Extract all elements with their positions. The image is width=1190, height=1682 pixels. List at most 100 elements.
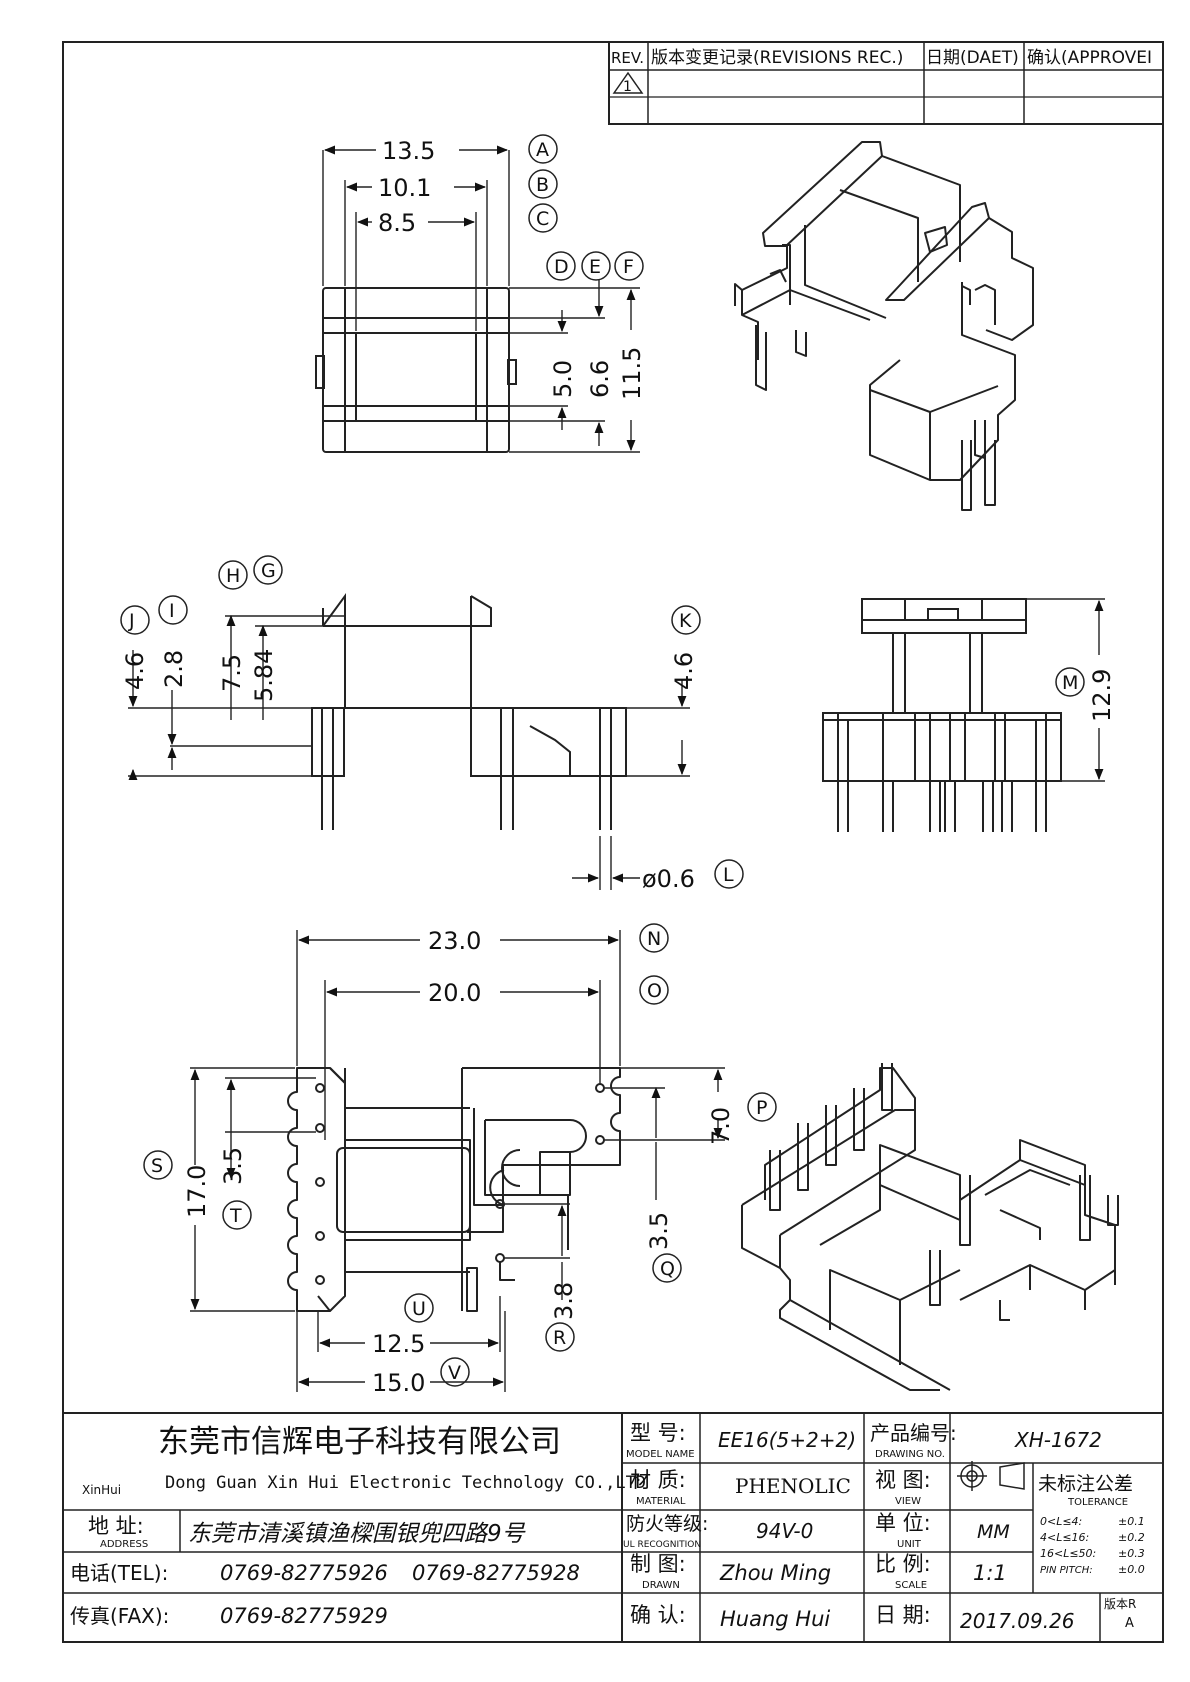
- side-view-labels: H G J I K L: [120, 555, 744, 889]
- revision-block: REV. 版本变更记录(REVISIONS REC.) 日期(DAET) 确认(…: [608, 41, 1164, 125]
- version-label: 版本R: [1104, 1597, 1136, 1611]
- unit-value: MM: [977, 1521, 1010, 1543]
- label-d: D: [554, 256, 569, 278]
- date-header: 日期(DAET): [926, 48, 1019, 68]
- label-l: L: [723, 864, 734, 886]
- fax-label: 传真(FAX):: [70, 1604, 169, 1628]
- drawn-label: 制 图:: [630, 1552, 686, 1576]
- side-view: [311, 592, 627, 830]
- projection-symbol-icon: [957, 1461, 1025, 1491]
- label-k: K: [679, 610, 692, 632]
- dim-o-value: 20.0: [428, 979, 481, 1007]
- bottom-view-labels: N O P S T Q R U V: [143, 923, 777, 1387]
- model-value: EE16(5+2+2): [718, 1428, 856, 1452]
- label-e: E: [589, 256, 601, 278]
- sheet-border: [62, 41, 1164, 1643]
- label-o: O: [647, 980, 662, 1002]
- side-view-dim-text: 4.6 2.8 7.5 5.84 4.6 ø0.6: [121, 649, 698, 893]
- tol-value-1: ±0.1: [1118, 1515, 1145, 1528]
- dim-e-value: 6.6: [586, 360, 614, 398]
- dim-l-value: ø0.6: [642, 865, 695, 893]
- material-value: PHENOLIC: [735, 1474, 851, 1498]
- label-c: C: [536, 208, 549, 230]
- address-label: 地 址:: [88, 1514, 144, 1538]
- dim-p-value: 7.0: [707, 1107, 735, 1145]
- ul-label: 防火等级:: [626, 1513, 708, 1535]
- label-m: M: [1062, 672, 1078, 694]
- label-b: B: [536, 174, 549, 196]
- label-j: J: [128, 610, 135, 632]
- tol-value-3: ±0.3: [1118, 1547, 1145, 1560]
- label-a: A: [536, 139, 549, 161]
- confirm-value: Huang Hui: [720, 1607, 830, 1631]
- dim-s-value: 17.0: [183, 1165, 211, 1218]
- model-label-en: MODEL NAME: [626, 1449, 695, 1460]
- scale-value: 1:1: [973, 1561, 1007, 1585]
- tol-range-4: PIN PITCH:: [1040, 1565, 1093, 1576]
- dim-k-value: 4.6: [670, 652, 698, 690]
- label-r: R: [553, 1327, 566, 1349]
- material-label-en: MATERIAL: [636, 1496, 686, 1507]
- label-n: N: [647, 928, 661, 950]
- approve-header: 确认(APPROVEI: [1027, 48, 1152, 68]
- dim-f-value: 11.5: [618, 347, 646, 400]
- address-label-en: ADDRESS: [100, 1539, 148, 1550]
- side-view-dims: [128, 614, 690, 890]
- date-value: 2017.09.26: [960, 1609, 1075, 1633]
- product-no-label-en: DRAWING NO.: [875, 1449, 945, 1460]
- tol-range-3: 16<L≤50:: [1040, 1547, 1096, 1560]
- tolerance-label: 未标注公差: [1038, 1473, 1133, 1495]
- dim-n-value: 23.0: [428, 927, 481, 955]
- title-block-text: 东莞市信辉电子科技有限公司 XinHui Dong Guan Xin Hui E…: [70, 1421, 1145, 1633]
- tolerance-label-en: TOLERANCE: [1067, 1497, 1128, 1508]
- top-view: [315, 287, 517, 453]
- isometric-view-bottom: [741, 1063, 1119, 1391]
- bottom-view-dims: [190, 930, 725, 1392]
- revisions-header: 版本变更记录(REVISIONS REC.): [651, 48, 903, 68]
- bottom-view: [287, 1067, 621, 1312]
- dim-r-value: 3.8: [550, 1282, 578, 1320]
- dim-u-value: 12.5: [372, 1330, 425, 1358]
- scale-label-en: SCALE: [895, 1580, 927, 1591]
- version-value: A: [1125, 1616, 1134, 1631]
- bottom-view-dim-text: 23.0 20.0 7.0 17.0 3.5 3.5 3.8 12.5 15.0: [183, 927, 735, 1397]
- ul-label-en: UL RECOGNITION: [623, 1540, 701, 1550]
- label-t: T: [229, 1205, 242, 1227]
- dim-i-value: 2.8: [160, 650, 188, 688]
- scale-label: 比 例:: [875, 1552, 931, 1576]
- tel-2: 0769-82775928: [412, 1561, 580, 1585]
- unit-label-en: UNIT: [897, 1539, 922, 1550]
- dim-m-value: 12.9: [1088, 669, 1116, 722]
- dim-c-value: 8.5: [378, 209, 416, 237]
- drawn-value: Zhou Ming: [719, 1561, 831, 1585]
- tel-label: 电话(TEL):: [70, 1561, 168, 1585]
- isometric-view-top: [734, 141, 1034, 511]
- company-name-cn: 东莞市信辉电子科技有限公司: [158, 1424, 561, 1460]
- dim-q-value: 3.5: [645, 1212, 673, 1250]
- label-g: G: [261, 560, 276, 582]
- label-p: P: [756, 1097, 767, 1119]
- title-block-grid: [63, 1412, 1163, 1642]
- fax-value: 0769-82775929: [220, 1604, 388, 1628]
- tol-value-4: ±0.0: [1118, 1563, 1145, 1576]
- label-v: V: [448, 1362, 461, 1384]
- revision-triangle-icon: [612, 71, 644, 94]
- rev-mark: 1: [623, 79, 632, 95]
- tel-1: 0769-82775926: [220, 1561, 388, 1585]
- top-view-labels: A B C D E F: [528, 134, 644, 281]
- view-label-en: VIEW: [895, 1496, 921, 1507]
- dim-j-value: 4.6: [121, 652, 149, 690]
- ul-value: 94V-0: [756, 1519, 813, 1543]
- dim-v-value: 15.0: [372, 1369, 425, 1397]
- rev-header: REV.: [611, 49, 644, 67]
- model-label: 型 号:: [630, 1421, 686, 1445]
- top-view-dims: [322, 145, 640, 453]
- view-label: 视 图:: [875, 1468, 931, 1492]
- drawn-label-en: DRAWN: [642, 1580, 680, 1591]
- tol-range-1: 0<L≤4:: [1040, 1515, 1082, 1528]
- unit-label: 单 位:: [875, 1511, 931, 1535]
- dim-g-value: 5.84: [250, 649, 278, 702]
- label-u: U: [412, 1298, 426, 1320]
- tol-value-2: ±0.2: [1118, 1531, 1145, 1544]
